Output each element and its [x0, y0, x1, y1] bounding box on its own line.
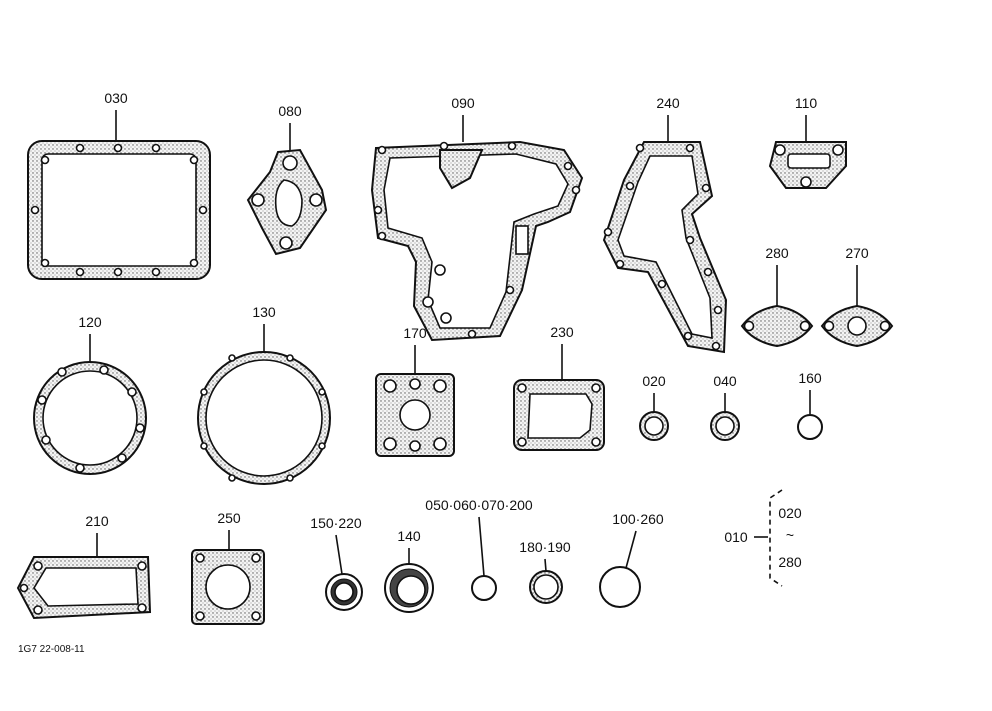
part-210: 210 [16, 513, 152, 620]
leader-150-220 [335, 534, 343, 575]
leader-180-190 [544, 558, 547, 572]
label-240: 240 [656, 95, 680, 111]
leader-100-260 [625, 530, 637, 569]
label-180-190: 180·190 [519, 539, 571, 555]
label-090: 090 [451, 95, 475, 111]
part-120: 120 [33, 314, 147, 475]
part-150-220: 150·220 [310, 515, 363, 611]
label-020: 020 [642, 373, 666, 389]
label-160: 160 [798, 370, 822, 386]
part-140: 140 [384, 528, 434, 613]
gasket-280 [740, 304, 814, 348]
part-250: 250 [191, 510, 265, 625]
part-020: 020 [639, 373, 669, 441]
label-150-220: 150·220 [310, 515, 362, 531]
label-040: 040 [713, 373, 737, 389]
part-100-260: 100·260 [599, 511, 664, 608]
label-110: 110 [795, 95, 818, 111]
ring-100-260 [599, 566, 641, 608]
range-tilde: ~ [786, 527, 794, 543]
part-230: 230 [513, 324, 605, 451]
label-080: 080 [278, 103, 302, 119]
ring-050-060-070-200 [471, 575, 497, 601]
label-280: 280 [765, 245, 789, 261]
part-090: 090 [370, 95, 584, 342]
label-210: 210 [85, 513, 109, 529]
label-050-060-070-200: 050·060·070·200 [425, 497, 533, 513]
part-040: 040 [710, 373, 740, 441]
label-230: 230 [550, 324, 574, 340]
part-180-190: 180·190 [519, 539, 571, 604]
part-130: 130 [197, 304, 331, 485]
label-130: 130 [252, 304, 276, 320]
label-140: 140 [397, 528, 421, 544]
part-050-060-070-200: 050·060·070·200 [425, 497, 533, 601]
part-170: 170 [375, 325, 455, 457]
leader-050-060-070-200 [478, 516, 485, 577]
ring-160 [797, 414, 823, 440]
drawing-code: 1G7 22-008-11 [18, 644, 85, 655]
part-110: 110 [768, 95, 847, 189]
label-170: 170 [403, 325, 427, 341]
part-270: 270 [820, 245, 894, 348]
part-240: 240 [602, 95, 728, 354]
label-270: 270 [845, 245, 869, 261]
range-end: 280 [778, 554, 802, 570]
part-160: 160 [797, 370, 823, 440]
kit-bracket [769, 489, 783, 587]
label-100-260: 100·260 [612, 511, 664, 527]
label-030: 030 [104, 90, 128, 106]
part-030: 030 [27, 90, 211, 280]
range-start: 020 [778, 505, 802, 521]
label-120: 120 [78, 314, 102, 330]
label-250: 250 [217, 510, 241, 526]
label-010: 010 [724, 529, 748, 545]
part-010-kit: 010 020 ~ 280 [724, 489, 802, 587]
part-080: 080 [246, 103, 328, 256]
part-280: 280 [740, 245, 814, 348]
